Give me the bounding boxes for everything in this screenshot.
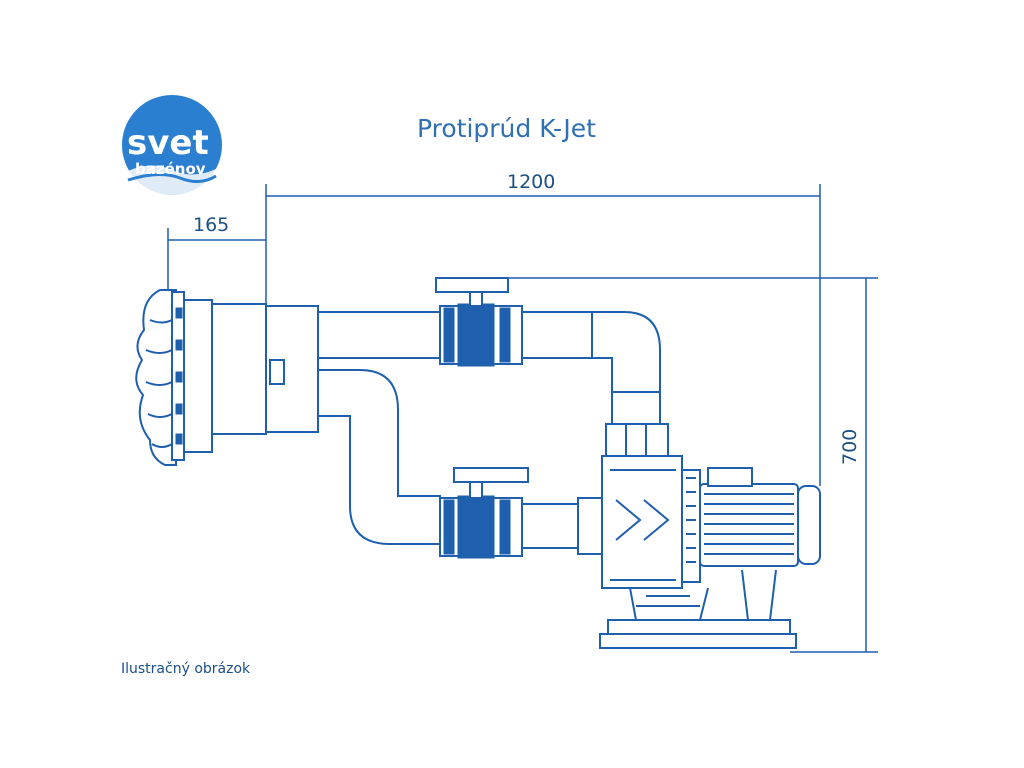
lower-pipe [317, 369, 603, 559]
logo-text-sub: bazénov [135, 160, 206, 178]
diagram-title: Protiprúd K-Jet [417, 114, 596, 143]
logo-text-main: svet [127, 123, 209, 163]
dimension-lines [167, 184, 878, 653]
illustration-note: Ilustračný obrázok [121, 661, 251, 677]
upper-pipe [317, 277, 669, 457]
dimension-label-165: 165 [193, 214, 229, 236]
pump [599, 455, 821, 649]
nozzle-assembly [135, 289, 319, 466]
dimension-label-700: 700 [839, 429, 861, 465]
dimension-label-1200: 1200 [507, 171, 555, 193]
logo: svet bazénov [122, 95, 222, 195]
